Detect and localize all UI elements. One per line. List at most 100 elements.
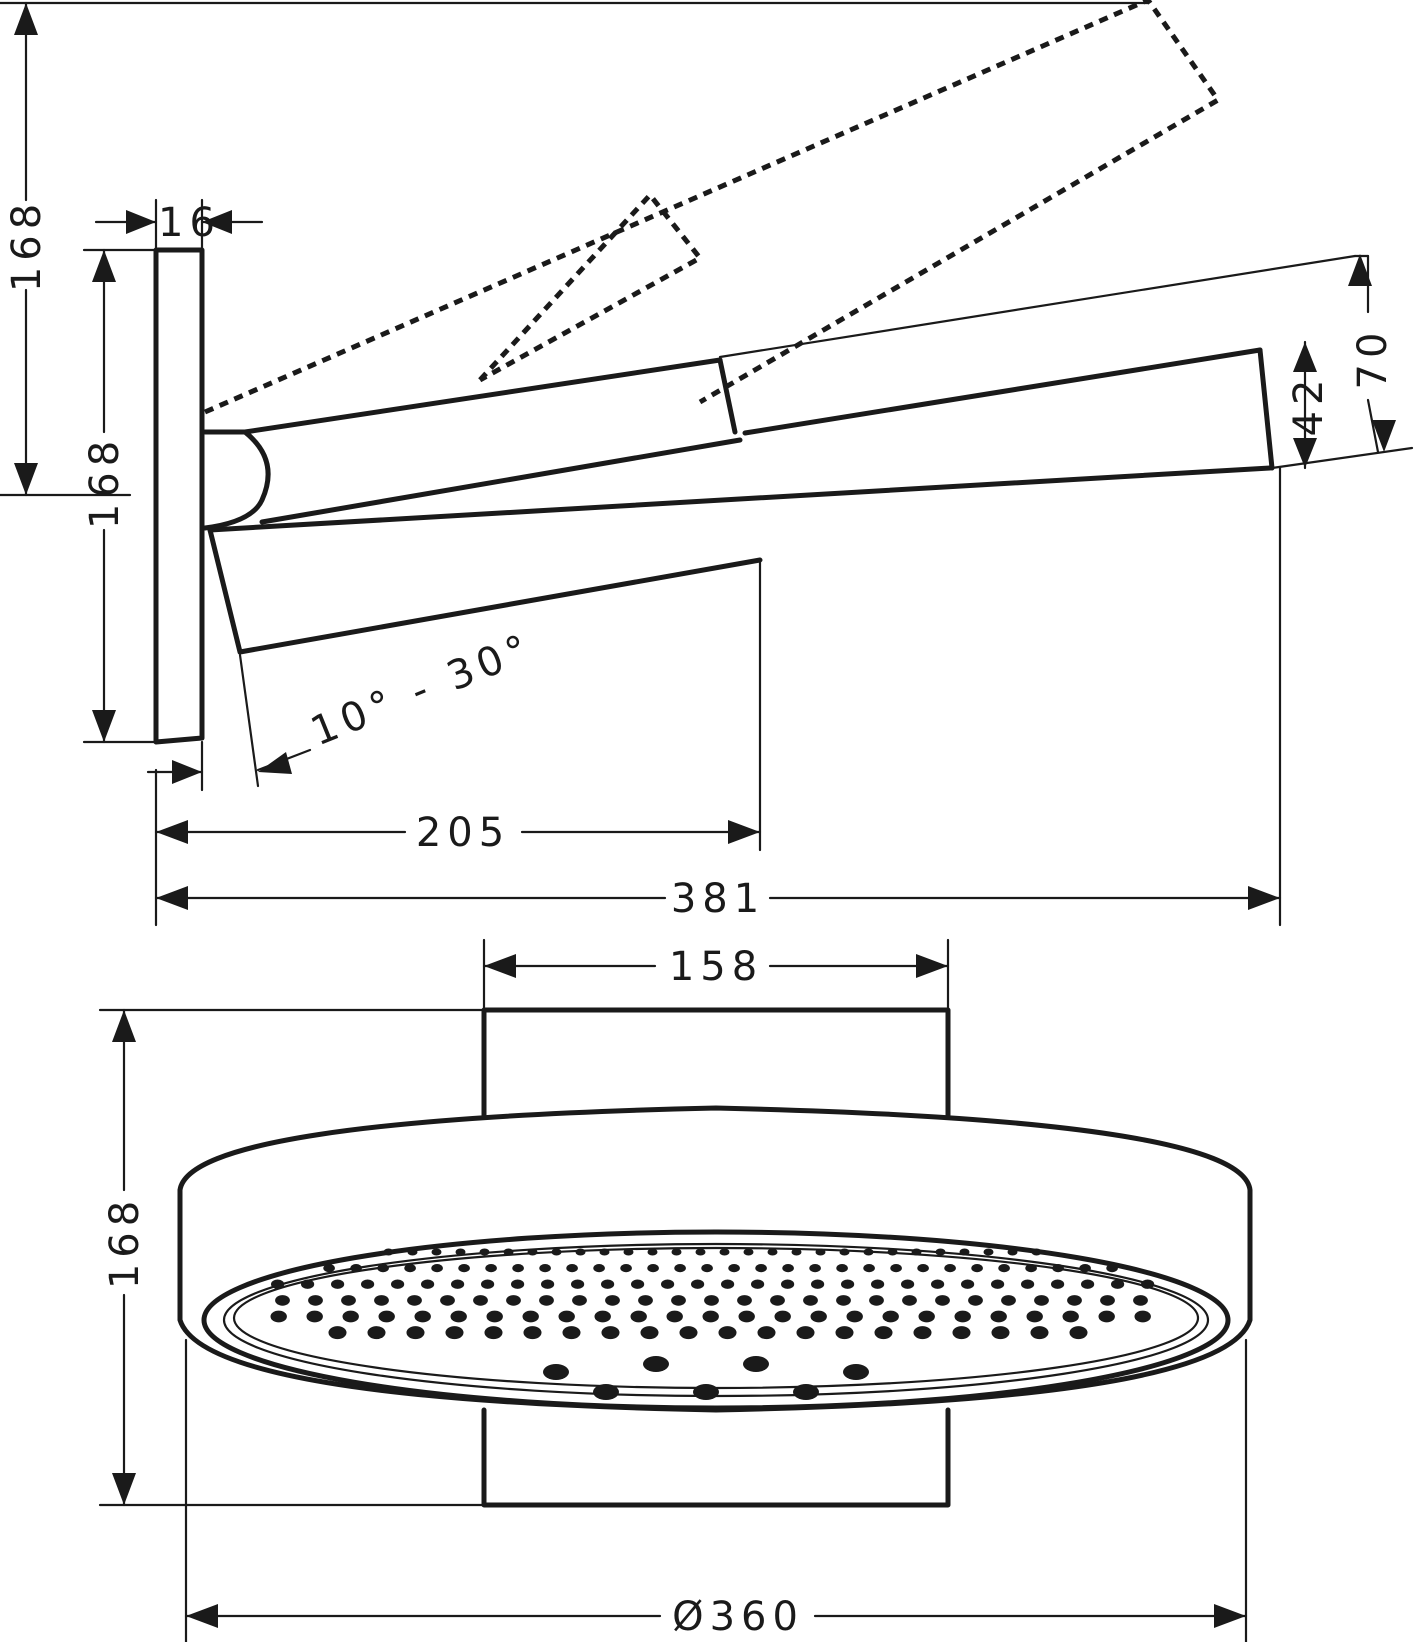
spray-nozzle [952, 1326, 971, 1340]
dim-head-diameter: Ø360 [184, 1338, 1248, 1642]
spray-nozzle [445, 1326, 464, 1340]
shower-arm [242, 357, 743, 525]
spray-nozzle [1133, 1295, 1148, 1306]
spray-nozzle [1106, 1264, 1118, 1273]
spray-nozzle [1062, 1310, 1079, 1323]
spray-nozzle [361, 1279, 375, 1289]
spray-nozzle [481, 1279, 495, 1289]
spray-nozzle [721, 1279, 735, 1289]
spray-nozzle [377, 1264, 389, 1273]
spray-nozzle [971, 1264, 983, 1273]
spray-nozzle [846, 1310, 863, 1323]
spray-nozzle [913, 1326, 932, 1340]
spray-nozzle [383, 1248, 394, 1256]
spray-nozzle [737, 1295, 752, 1306]
spray-nozzle [486, 1310, 503, 1323]
spray-nozzle [407, 1248, 418, 1256]
spray-nozzle [671, 1295, 686, 1306]
spray-nozzle [718, 1326, 737, 1340]
spray-nozzle-large [693, 1384, 719, 1400]
spray-nozzle [1026, 1310, 1043, 1323]
spray-nozzle [378, 1310, 395, 1323]
spray-nozzle [810, 1310, 827, 1323]
spray-nozzle [605, 1295, 620, 1306]
dim-mount-height-label: 168 [102, 1195, 148, 1289]
spray-nozzle [367, 1326, 386, 1340]
spray-nozzle [691, 1279, 705, 1289]
spray-nozzle [1001, 1295, 1016, 1306]
spray-nozzle [738, 1310, 755, 1323]
spray-nozzle [473, 1295, 488, 1306]
spray-nozzle [431, 1264, 443, 1273]
spray-nozzle [404, 1264, 416, 1273]
spray-nozzle [871, 1279, 885, 1289]
dim-arm-to-body: 205 [154, 558, 762, 927]
spray-nozzle [510, 1279, 525, 1289]
dim-tilt-range-label: 10° - 30° [305, 624, 541, 755]
spray-nozzle [935, 1295, 950, 1306]
spray-nozzle [1079, 1264, 1091, 1273]
spray-nozzle [781, 1279, 795, 1289]
spray-nozzle [791, 1248, 802, 1256]
spray-nozzle [323, 1264, 335, 1273]
spray-nozzle [666, 1310, 683, 1323]
spray-nozzle [640, 1326, 659, 1340]
spray-nozzle [523, 1326, 542, 1340]
shower-head-side [207, 254, 1357, 655]
spray-nozzle [796, 1326, 815, 1340]
spray-nozzle [455, 1248, 466, 1256]
dim-overall-projection: 381 [154, 466, 1282, 927]
dim-arm-to-body-label: 205 [416, 810, 510, 856]
spray-nozzle [839, 1248, 850, 1256]
spray-nozzle [479, 1248, 490, 1256]
spray-nozzle [835, 1326, 854, 1340]
spray-nozzle [270, 1310, 287, 1323]
spray-nozzle [767, 1248, 778, 1256]
spray-nozzle [571, 1279, 585, 1289]
spray-nozzles [270, 1248, 1155, 1400]
spray-nozzle [440, 1295, 455, 1306]
dim-head-diameter-label: Ø360 [672, 1594, 804, 1640]
spray-nozzle [414, 1310, 431, 1323]
spray-nozzle [575, 1248, 586, 1256]
spray-nozzle [918, 1310, 935, 1323]
spray-nozzle [674, 1264, 686, 1273]
front-view: 158 168 Ø360 [98, 938, 1253, 1642]
spray-nozzle [661, 1279, 675, 1289]
spray-nozzle [961, 1279, 975, 1289]
spray-nozzle [572, 1295, 587, 1306]
shower-head-front [177, 1105, 1253, 1413]
spray-nozzle [407, 1295, 422, 1306]
spray-nozzle [704, 1295, 719, 1306]
spray-nozzle [599, 1248, 610, 1256]
spray-nozzle [954, 1310, 971, 1323]
spray-nozzle [593, 1264, 605, 1273]
spray-nozzle [374, 1295, 389, 1306]
spray-nozzle [331, 1279, 345, 1289]
spray-nozzle [503, 1248, 514, 1256]
spray-nozzle [350, 1264, 362, 1273]
spray-nozzle [887, 1248, 898, 1256]
spray-nozzle [485, 1264, 497, 1273]
spray-nozzle [1052, 1264, 1064, 1273]
spray-nozzle [342, 1310, 359, 1323]
spray-nozzle [882, 1310, 899, 1323]
spray-nozzle-large [593, 1384, 619, 1400]
spray-nozzle [1100, 1295, 1115, 1306]
spray-nozzle-large [843, 1364, 869, 1380]
spray-nozzle [959, 1248, 970, 1256]
spray-nozzle-large [793, 1384, 819, 1400]
spray-nozzle [1069, 1326, 1088, 1340]
spray-nozzle [527, 1248, 538, 1256]
spray-nozzle [890, 1264, 902, 1273]
spray-nozzle [522, 1310, 539, 1323]
spray-nozzle [1021, 1279, 1035, 1289]
spray-nozzle [991, 1279, 1005, 1289]
spray-nozzle [990, 1310, 1007, 1323]
spray-nozzle [631, 1279, 645, 1289]
spray-nozzle [539, 1264, 551, 1273]
spray-nozzle [701, 1264, 713, 1273]
spray-nozzle [1141, 1279, 1155, 1289]
spray-nozzle [863, 1264, 875, 1273]
spray-nozzle [541, 1279, 555, 1289]
